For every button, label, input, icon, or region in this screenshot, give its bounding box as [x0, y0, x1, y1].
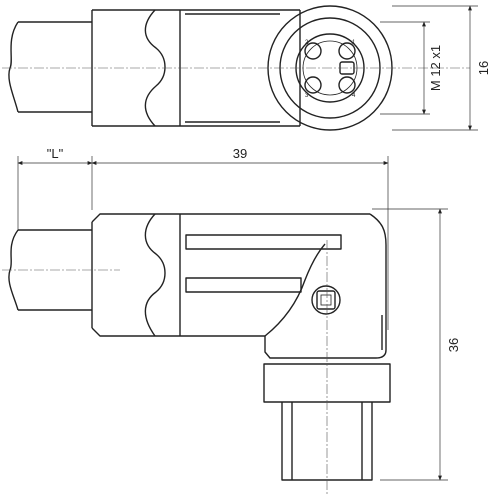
thread-dimension-label: M 12 x1 — [428, 45, 443, 91]
pin-1 — [338, 42, 356, 60]
housing-side — [91, 213, 387, 359]
pin-number-4: 4 — [352, 93, 356, 99]
pin-3 — [304, 76, 322, 94]
length-dimensions: "L" 39 — [17, 146, 389, 330]
height-dimension-side: 36 — [372, 208, 461, 481]
cable-top — [8, 21, 92, 113]
label-slot-top — [185, 234, 342, 250]
top-view: 2 1 3 4 M 12 x1 16 — [2, 5, 491, 131]
label-slot-bottom — [185, 277, 302, 293]
side-view: 36 — [2, 208, 461, 496]
pin-4 — [338, 76, 356, 94]
height-dimension-top-label: 16 — [476, 61, 491, 75]
height-dimension-side-label: 36 — [446, 338, 461, 352]
pin-number-1: 1 — [352, 40, 356, 46]
cable-length-label: "L" — [47, 146, 64, 161]
thread-dimension: M 12 x1 — [380, 21, 443, 115]
pin-2 — [304, 42, 322, 60]
pin-number-3: 3 — [305, 93, 309, 99]
pin-number-2: 2 — [305, 40, 309, 46]
led-indicator-icon — [311, 285, 341, 315]
body-length-label: 39 — [233, 146, 247, 161]
height-dimension-top: 16 — [392, 5, 491, 131]
